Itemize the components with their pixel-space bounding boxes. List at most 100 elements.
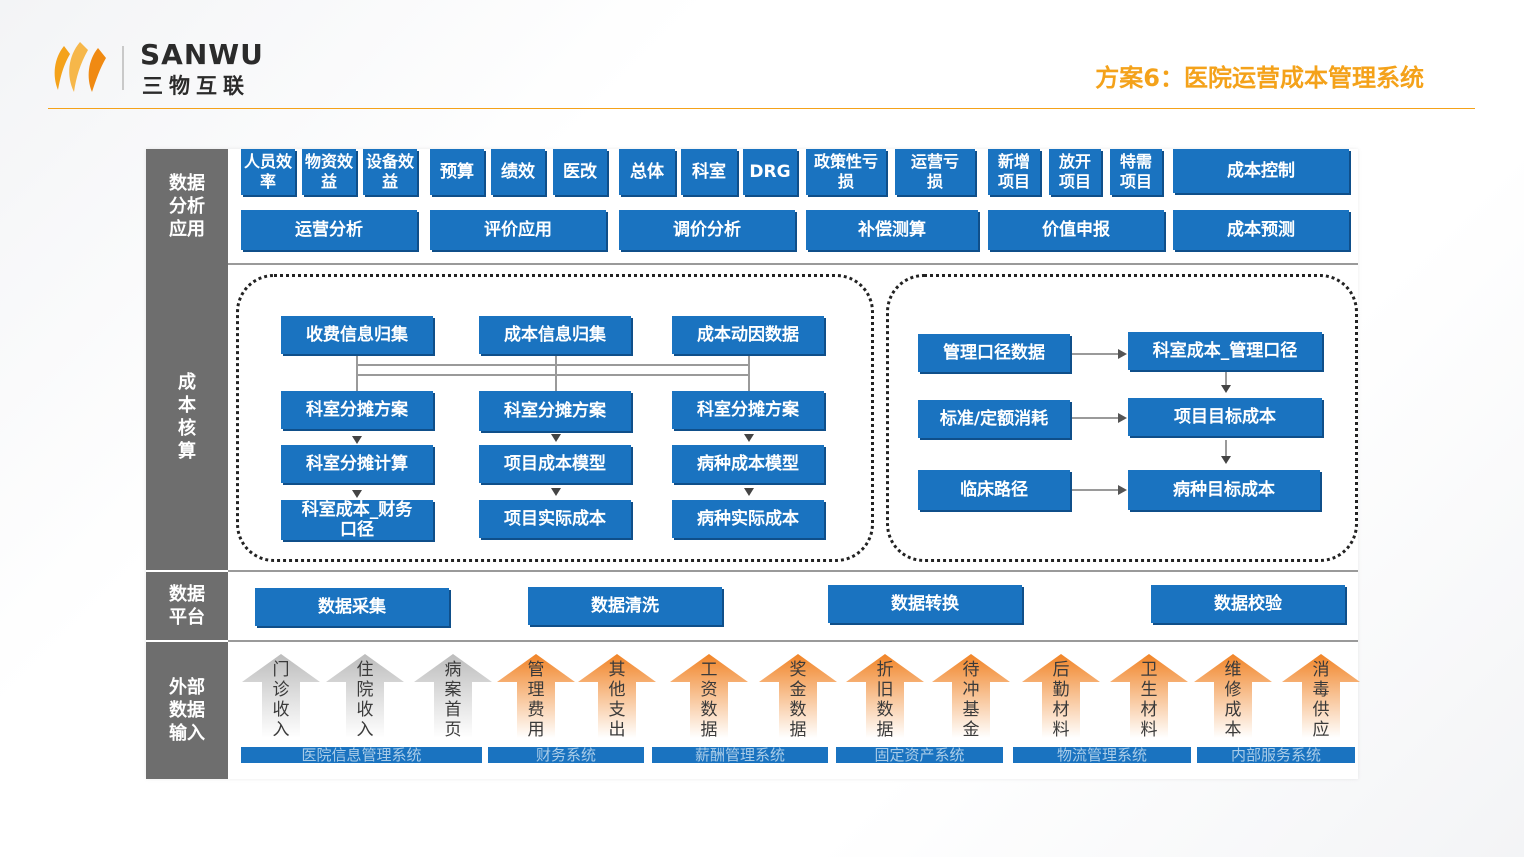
arrow-right-icon: [1118, 349, 1127, 359]
section-label-costing: 成本核算: [146, 264, 228, 570]
arrow-down-icon: [551, 434, 561, 442]
up-arrow-icon: [1022, 654, 1100, 738]
input-arrow: 折旧数据: [846, 654, 924, 740]
input-label: 工资数据: [700, 660, 718, 740]
analysis-box: 人员效率: [241, 149, 295, 195]
input-label: 住院收入: [356, 660, 374, 740]
analysis-box: 绩效: [491, 149, 545, 195]
cost-input-box: 标准/定额消耗: [918, 400, 1070, 438]
connector-line: [1072, 489, 1118, 491]
input-arrow: 门诊收入: [242, 654, 320, 740]
arrow-down-icon: [352, 490, 362, 498]
section-label-platform: 数据平台: [146, 572, 228, 640]
analysis-box: 特需项目: [1110, 149, 1162, 195]
cost-step-box: 病种成本模型: [672, 445, 824, 483]
analysis-box: 政策性亏损: [806, 149, 886, 195]
connector-line: [1225, 372, 1227, 386]
cost-target-box: 科室成本_管理口径: [1128, 332, 1322, 370]
analysis-box: 物资效益: [302, 149, 356, 195]
source-system-bar: 财务系统: [488, 747, 644, 763]
brand-name-cn: 三物互联: [142, 74, 250, 98]
analysis-box: 预算: [430, 149, 484, 195]
section-label-external: 外部数据输入: [146, 642, 228, 779]
input-label: 其他支出: [608, 660, 626, 740]
analysis-box: 补偿测算: [806, 210, 978, 250]
logo-divider: [122, 46, 124, 90]
source-system-bar: 物流管理系统: [1013, 747, 1191, 763]
source-system-bar: 内部服务系统: [1197, 747, 1355, 763]
cost-step-box: 科室分摊方案: [479, 391, 631, 431]
input-arrow: 卫生材料: [1110, 654, 1188, 740]
analysis-box: 设备效益: [363, 149, 417, 195]
arrow-down-icon: [551, 488, 561, 496]
input-label: 待冲基金: [962, 660, 980, 740]
up-arrow-icon: [497, 654, 575, 738]
cost-input-box: 管理口径数据: [918, 334, 1070, 372]
analysis-box: 评价应用: [430, 210, 606, 250]
analysis-box: 成本控制: [1173, 149, 1349, 193]
input-label: 折旧数据: [876, 660, 894, 740]
input-arrow: 后勤材料: [1022, 654, 1100, 740]
input-arrow: 其他支出: [578, 654, 656, 740]
input-label: 管理费用: [527, 660, 545, 740]
header-rule: [48, 108, 1475, 109]
platform-box: 数据校验: [1151, 585, 1345, 623]
cost-step-box: 成本动因数据: [672, 316, 824, 354]
section-label-analysis: 数据分析应用: [146, 149, 228, 264]
arrow-down-icon: [744, 434, 754, 442]
connector-line: [356, 364, 750, 366]
input-label: 维修成本: [1224, 660, 1242, 740]
analysis-box: 运营亏损: [895, 149, 975, 195]
arrow-down-icon: [1221, 385, 1231, 393]
input-label: 病案首页: [444, 660, 462, 740]
source-system-bar: 医院信息管理系统: [241, 747, 482, 763]
cost-target-box: 病种目标成本: [1128, 470, 1320, 510]
up-arrow-icon: [578, 654, 656, 738]
up-arrow-icon: [670, 654, 748, 738]
cost-step-box: 成本信息归集: [479, 316, 631, 354]
cost-step-box: 项目成本模型: [479, 445, 631, 483]
analysis-box: DRG: [743, 149, 797, 195]
input-label: 消毒供应: [1312, 660, 1330, 740]
cost-step-box: 科室成本_财务口径: [281, 500, 433, 540]
analysis-box: 科室: [681, 149, 737, 195]
section-divider: [228, 570, 1358, 572]
input-label: 卫生材料: [1140, 660, 1158, 740]
input-arrow: 奖金数据: [759, 654, 837, 740]
cost-input-box: 临床路径: [918, 470, 1070, 510]
arrow-down-icon: [352, 436, 362, 444]
up-arrow-icon: [242, 654, 320, 738]
cost-step-box: 科室分摊计算: [281, 445, 433, 483]
source-system-bar: 固定资产系统: [836, 747, 1003, 763]
input-arrow: 待冲基金: [932, 654, 1010, 740]
up-arrow-icon: [1282, 654, 1360, 738]
up-arrow-icon: [846, 654, 924, 738]
analysis-box: 运营分析: [241, 210, 417, 250]
analysis-box: 放开项目: [1049, 149, 1101, 195]
input-arrow: 病案首页: [414, 654, 492, 740]
costing-group-actual: [236, 274, 874, 562]
section-divider: [228, 263, 1358, 265]
analysis-box: 新增项目: [988, 149, 1040, 195]
platform-box: 数据采集: [255, 588, 449, 626]
input-arrow: 消毒供应: [1282, 654, 1360, 740]
cost-step-box: 病种实际成本: [672, 500, 824, 538]
up-arrow-icon: [1194, 654, 1272, 738]
up-arrow-icon: [326, 654, 404, 738]
arrow-right-icon: [1118, 413, 1127, 423]
connector-line: [1072, 353, 1118, 355]
input-arrow: 住院收入: [326, 654, 404, 740]
analysis-box: 医改: [553, 149, 607, 195]
section-divider: [228, 640, 1358, 642]
analysis-box: 总体: [619, 149, 675, 195]
input-label: 门诊收入: [272, 660, 290, 740]
arrow-right-icon: [1118, 485, 1127, 495]
cost-step-box: 科室分摊方案: [281, 391, 433, 429]
source-system-bar: 薪酬管理系统: [652, 747, 828, 763]
cost-step-box: 科室分摊方案: [672, 391, 824, 429]
analysis-box: 价值申报: [988, 210, 1164, 250]
up-arrow-icon: [414, 654, 492, 738]
platform-box: 数据清洗: [528, 587, 722, 625]
costing-group-target: [886, 274, 1358, 562]
connector-line: [356, 355, 358, 391]
